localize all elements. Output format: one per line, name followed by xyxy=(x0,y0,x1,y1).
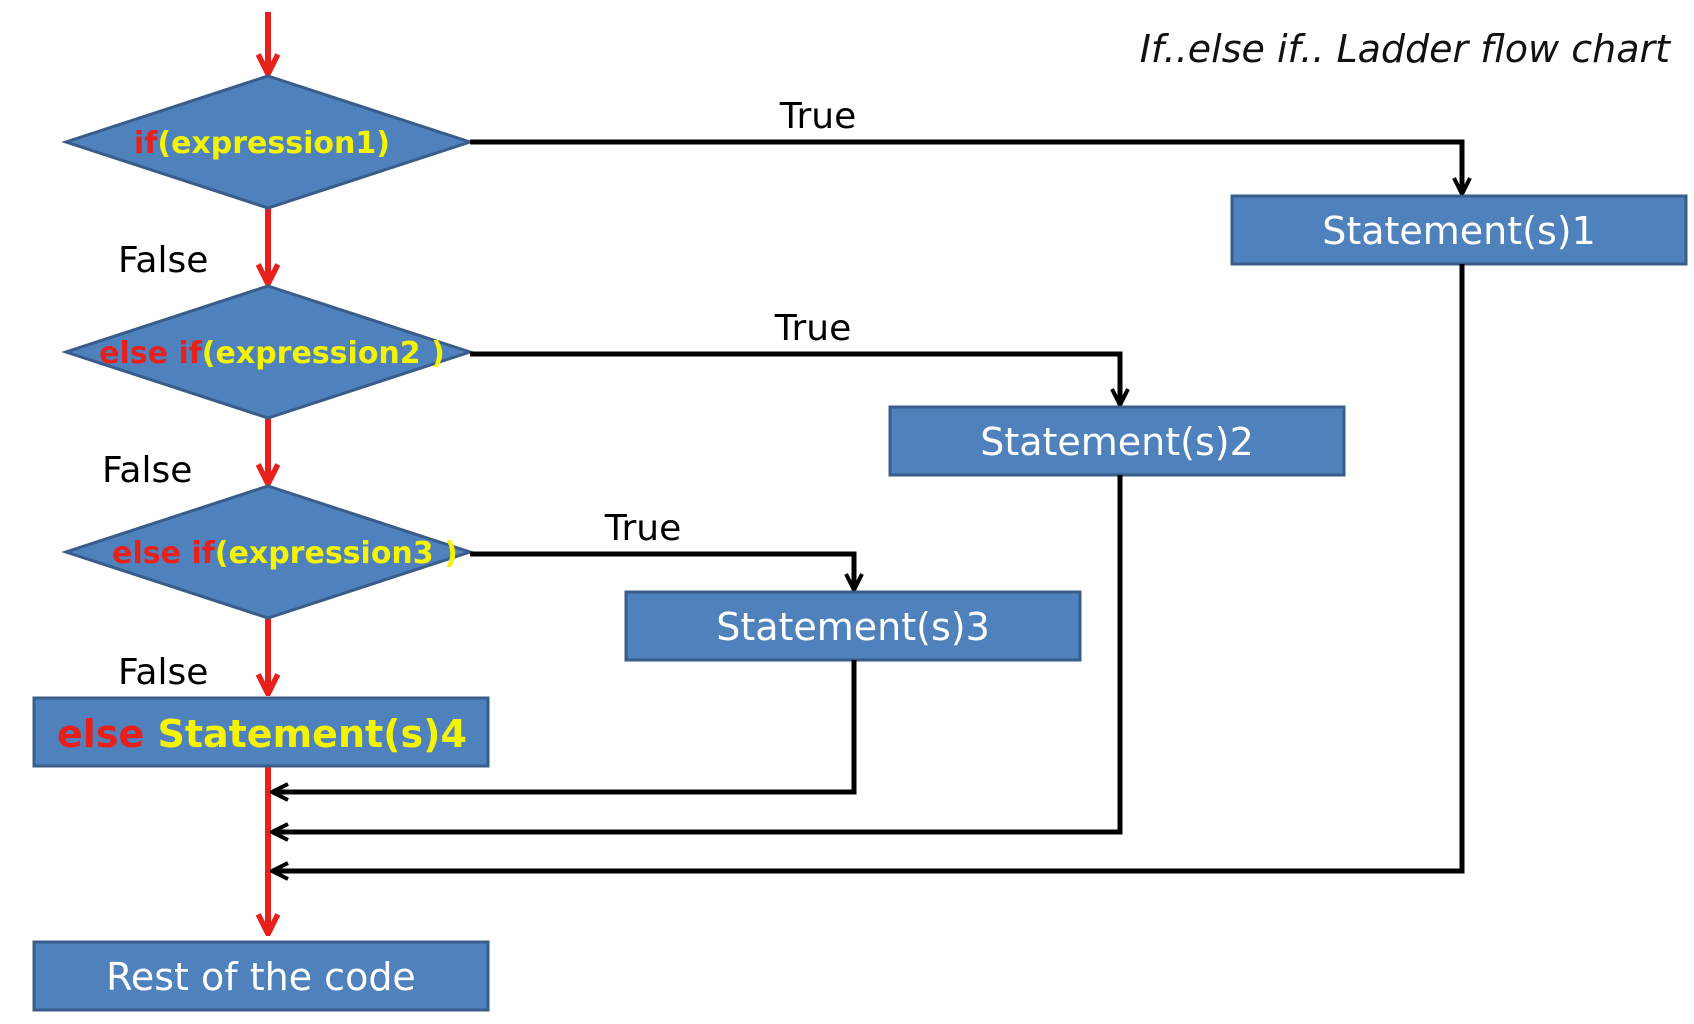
return-arrow-2 xyxy=(272,475,1123,832)
false-label-1: False xyxy=(118,240,208,281)
true-arrow-3 xyxy=(470,551,854,590)
true-arrow-2 xyxy=(470,351,1120,405)
else-statement-label: else Statement(s)4 xyxy=(57,712,467,756)
condition-3-label: else if(expression3 ) xyxy=(112,536,458,571)
return-arrow-3 xyxy=(272,660,857,792)
statement-box-1 xyxy=(1230,194,1688,266)
condition-1-label: if(expression1) xyxy=(134,126,390,161)
condition-3-expression: (expression3 ) xyxy=(215,536,458,571)
false-label-2: False xyxy=(102,450,192,491)
rest-of-code-label: Rest of the code xyxy=(106,955,416,999)
decision-diamond-1 xyxy=(61,74,475,210)
condition-1-expression: (expression1) xyxy=(157,126,390,161)
else-keyword: else xyxy=(57,712,144,756)
condition-2-label: else if(expression2 ) xyxy=(99,336,445,371)
condition-3-keyword: else if xyxy=(112,536,216,571)
true-arrow-1 xyxy=(470,139,1462,194)
else-statement-box xyxy=(32,696,490,768)
decision-diamond-3 xyxy=(61,484,475,620)
statement-3-label: Statement(s)3 xyxy=(716,605,990,649)
statement-box-3 xyxy=(624,590,1082,662)
statement-1-label: Statement(s)1 xyxy=(1322,209,1596,253)
return-arrow-1 xyxy=(272,264,1465,871)
true-label-2: True xyxy=(774,308,851,349)
statement-2-label: Statement(s)2 xyxy=(980,420,1254,464)
false-label-3: False xyxy=(118,652,208,693)
condition-2-expression: (expression2 ) xyxy=(202,336,445,371)
true-label-3: True xyxy=(604,508,681,549)
true-label-1: True xyxy=(779,96,856,137)
condition-1-keyword: if xyxy=(134,126,158,161)
statement-box-2 xyxy=(888,405,1346,477)
diagram-title: If..else if.. Ladder flow chart xyxy=(1140,27,1672,71)
rest-of-code-box xyxy=(32,940,490,1012)
else-statement-text: Statement(s)4 xyxy=(157,712,467,756)
decision-diamond-2 xyxy=(61,284,475,420)
condition-2-keyword: else if xyxy=(99,336,203,371)
